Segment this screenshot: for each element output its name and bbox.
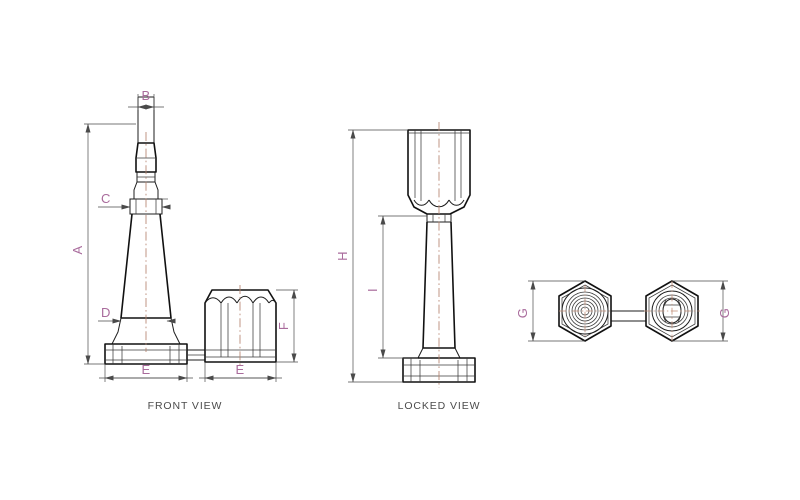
dimension-F: F — [276, 289, 298, 363]
front-view-caption: FRONT VIEW — [148, 400, 223, 412]
dimension-D: D — [98, 305, 176, 324]
hexagon-left — [558, 280, 612, 342]
dimension-label-E-left: E — [142, 362, 151, 377]
dimension-label-E-right: E — [236, 362, 245, 377]
dimension-label-B: B — [142, 88, 151, 103]
dimension-label-G-left: G — [515, 308, 530, 318]
dimension-C: C — [98, 191, 171, 210]
dimension-G-left: G — [515, 280, 585, 342]
dimension-label-A: A — [70, 245, 85, 254]
dimension-label-I: I — [365, 288, 380, 292]
locked-view-group: H I LOCKED VIEW — [335, 122, 480, 412]
dimension-H: H — [335, 129, 408, 383]
dimension-label-G-right: G — [717, 308, 732, 318]
dimension-I: I — [365, 215, 427, 359]
dimension-B: B — [128, 88, 164, 110]
front-view-group: A B C D — [70, 88, 298, 412]
hexagon-right — [644, 280, 700, 342]
dimension-label-D: D — [101, 305, 111, 320]
valve-stem-outline — [104, 96, 206, 365]
dimension-E-left: E — [99, 362, 193, 382]
dimension-E-right: E — [199, 362, 282, 382]
locked-view-caption: LOCKED VIEW — [398, 400, 481, 412]
dimension-label-C: C — [101, 191, 111, 206]
dimension-A: A — [70, 123, 136, 365]
top-view-group: G G — [515, 280, 732, 342]
valve-cap-outline — [204, 289, 277, 363]
dimension-G-right: G — [672, 280, 732, 342]
dimension-label-H: H — [335, 251, 350, 261]
dimension-label-F: F — [276, 322, 291, 330]
